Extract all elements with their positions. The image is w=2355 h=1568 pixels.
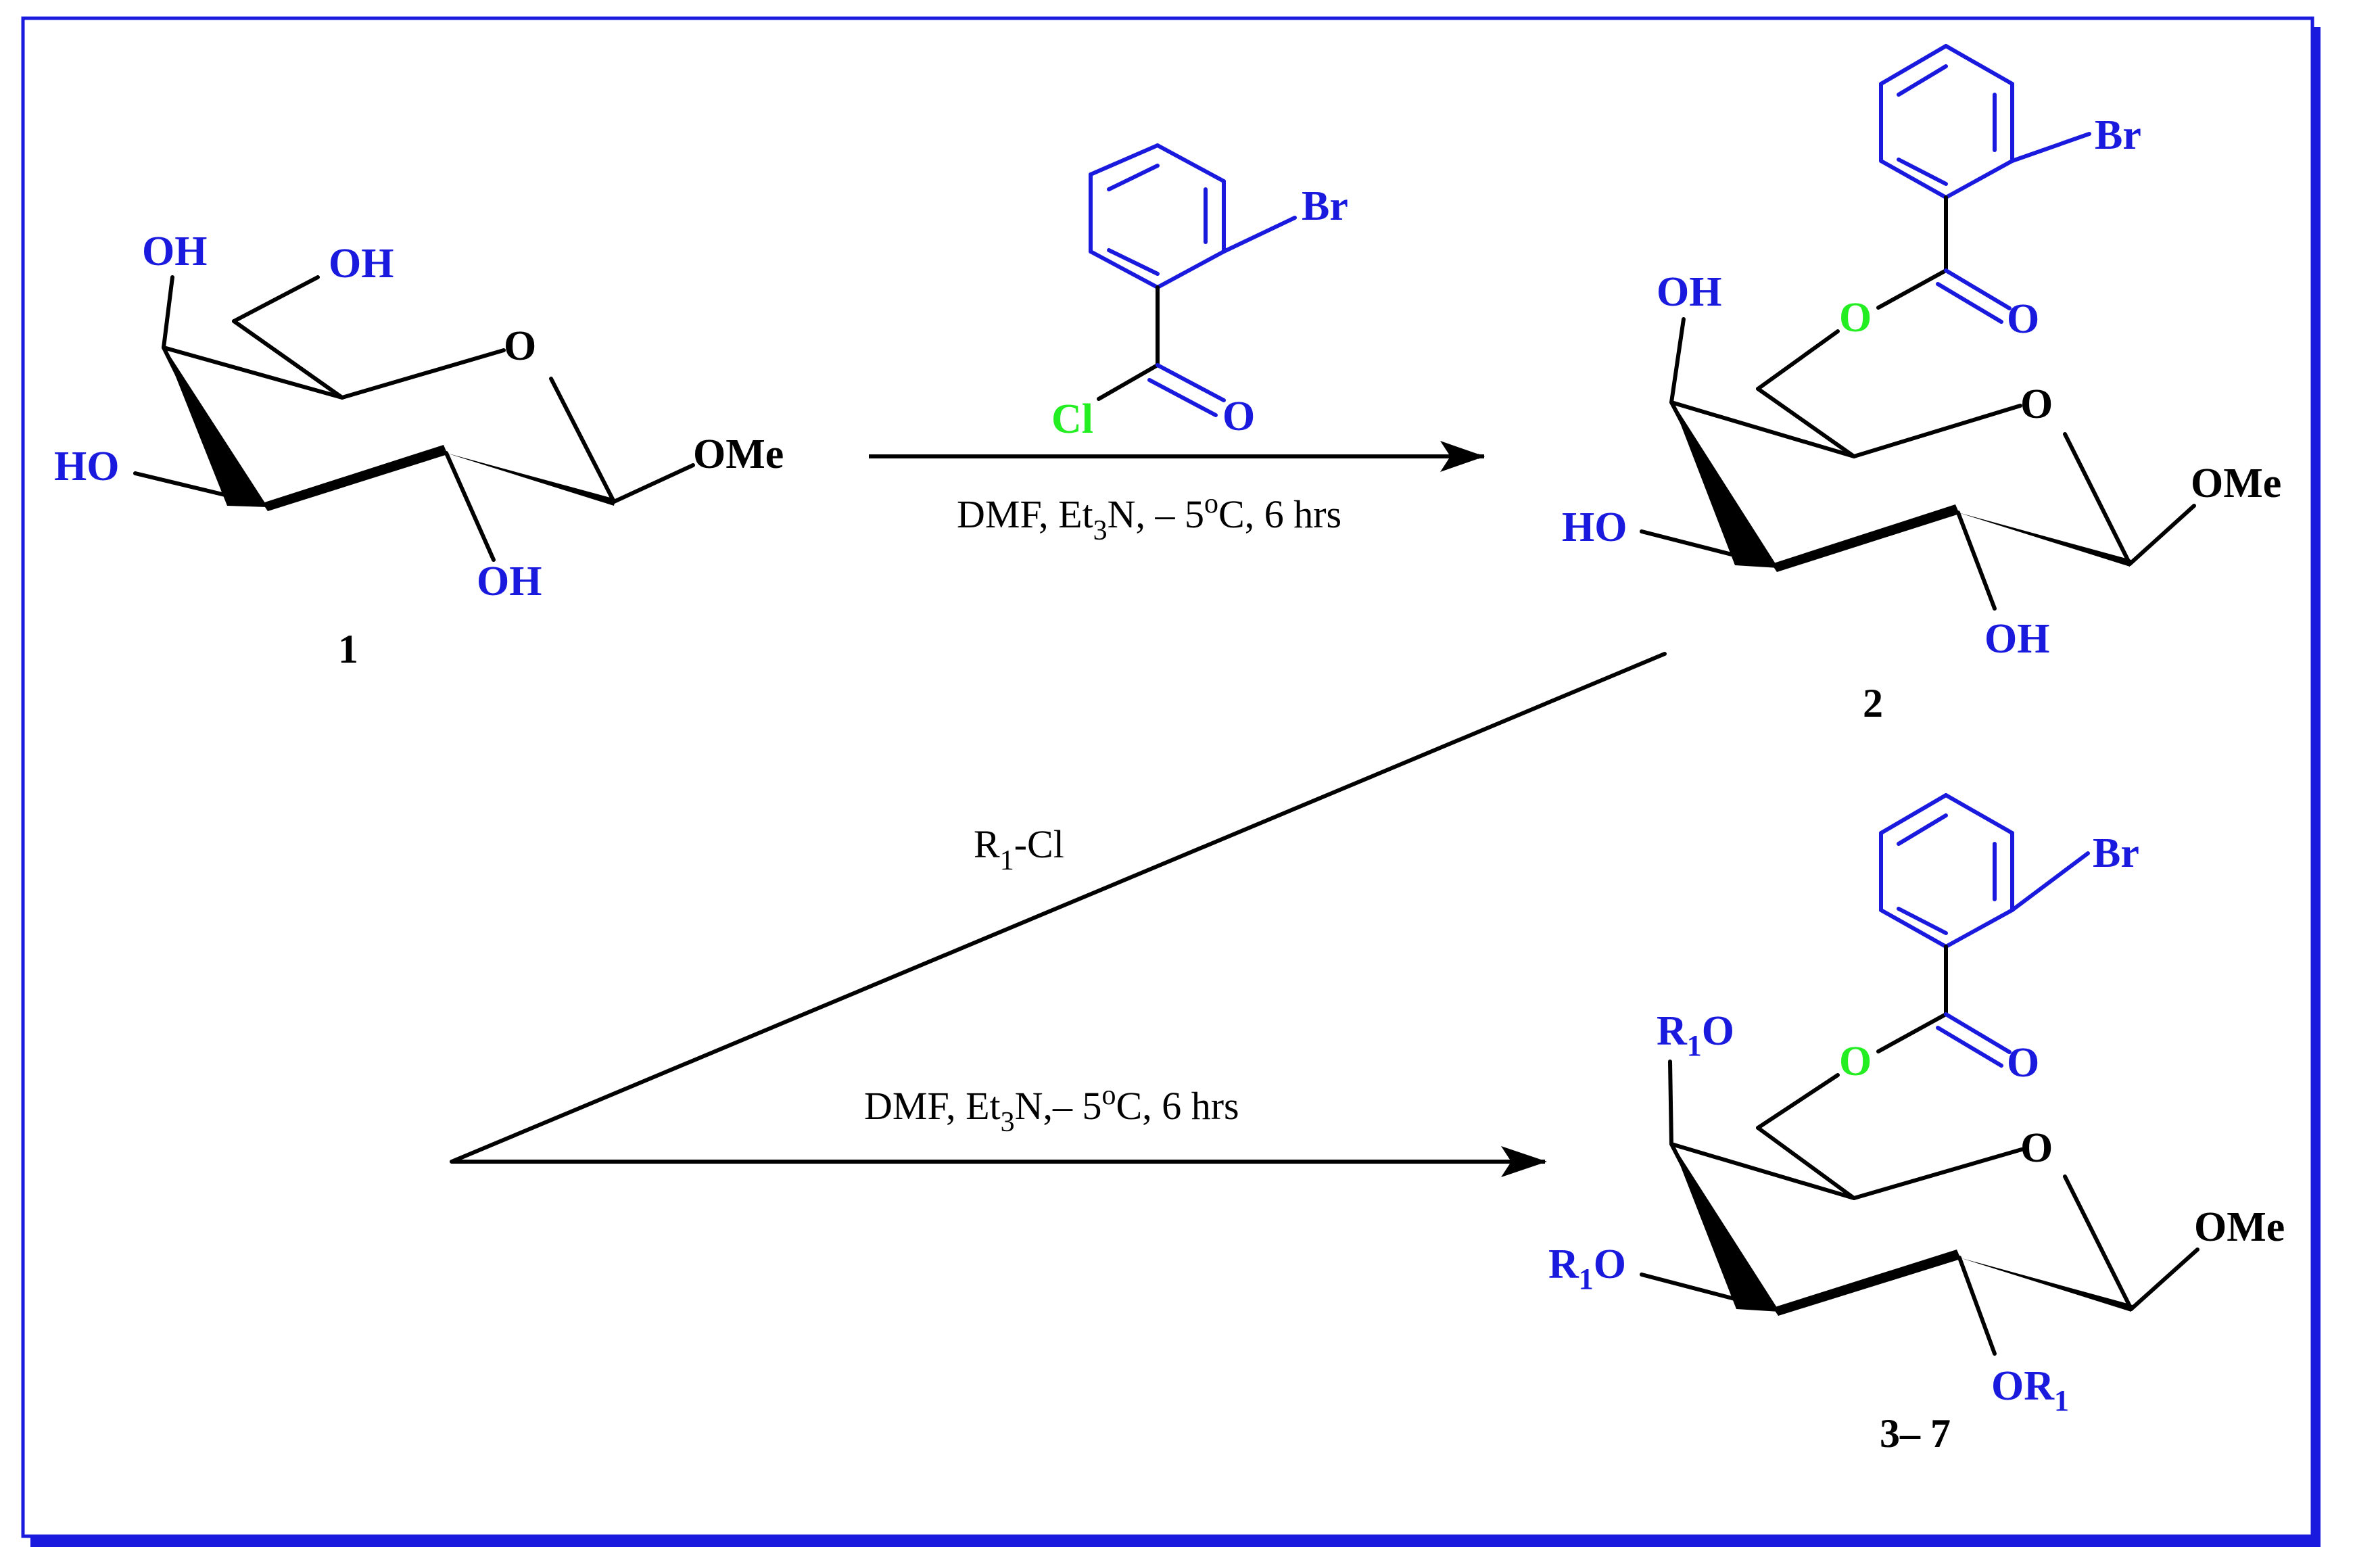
reagent-acid-chloride: Br Cl O [1051,143,1348,442]
carbonyl-o-label: O [1222,394,1255,439]
cl-label: Cl [1051,396,1093,442]
ring-oxygen-label: O [504,323,536,369]
compound-2-number: 2 [1863,681,1883,726]
wedge-bond [446,453,615,506]
arrow-1-head [1440,441,1485,472]
oh-bottom-label: OH [1984,616,2049,662]
wedge-bond [1959,1258,2133,1312]
ester-oxygen-label: O [1839,1039,1872,1085]
br-label: Br [2093,830,2139,876]
oh-ch2-label: OH [329,241,394,287]
ester-oxygen-label: O [1839,295,1872,341]
compound-1: OH OH O HO OMe OH 1 [54,229,784,671]
oh-bottom-label: OH [477,559,542,604]
wedge-bond [1773,1250,1961,1316]
arrow-1-conditions: DMF, Et3N, – 5oC, 6 hrs [957,488,1341,546]
ring-oxygen-label: O [2020,381,2053,427]
wedge-bond [1958,513,2131,567]
br-label: Br [1302,183,1348,229]
reaction-arrow-2: R1-Cl DMF, Et3N,– 5oC, 6 hrs [450,652,1667,1177]
frame-border [21,16,2314,1538]
scheme-frame [21,16,2321,1547]
reaction-arrow-1: DMF, Et3N, – 5oC, 6 hrs [869,441,1485,546]
br-label: Br [2095,112,2141,158]
ho-left-label: HO [1562,504,1627,550]
carbonyl-oxygen-label: O [2007,296,2039,342]
ho-left-label: HO [54,444,119,490]
r1o-top-label: R1O [1657,1008,1734,1062]
wedge-bond [1771,504,1959,572]
wedge-bond [1671,1143,1780,1312]
compound-3-7: Br O O R1O O R1O OMe OR1 3– 7 [1548,793,2285,1456]
wedge-bond [164,346,268,507]
or1-label: OR1 [1991,1363,2069,1417]
arrow-2-conditions: DMF, Et3N,– 5oC, 6 hrs [864,1080,1239,1138]
arrow-2-head [1501,1146,1547,1177]
compound-1-number: 1 [338,627,358,671]
compound-3-7-number: 3– 7 [1880,1411,1951,1456]
ome-label: OMe [2194,1204,2285,1250]
arrow-2-diagonal [450,652,1667,1164]
ome-label: OMe [693,431,784,477]
r1o-left-label: R1O [1548,1241,1626,1296]
carbonyl-oxygen-label: O [2007,1040,2039,1086]
wedge-bond [1671,400,1778,568]
ring-oxygen-label: O [2020,1125,2053,1171]
oh-top-label: OH [1657,269,1721,315]
ome-label: OMe [2191,460,2281,506]
compound-2: Br O O OH O HO OMe OH 2 [1562,44,2281,726]
wedge-bond [262,445,448,511]
arrow-2-reagent: R1-Cl [974,822,1064,876]
oh-top-label: OH [142,229,207,275]
